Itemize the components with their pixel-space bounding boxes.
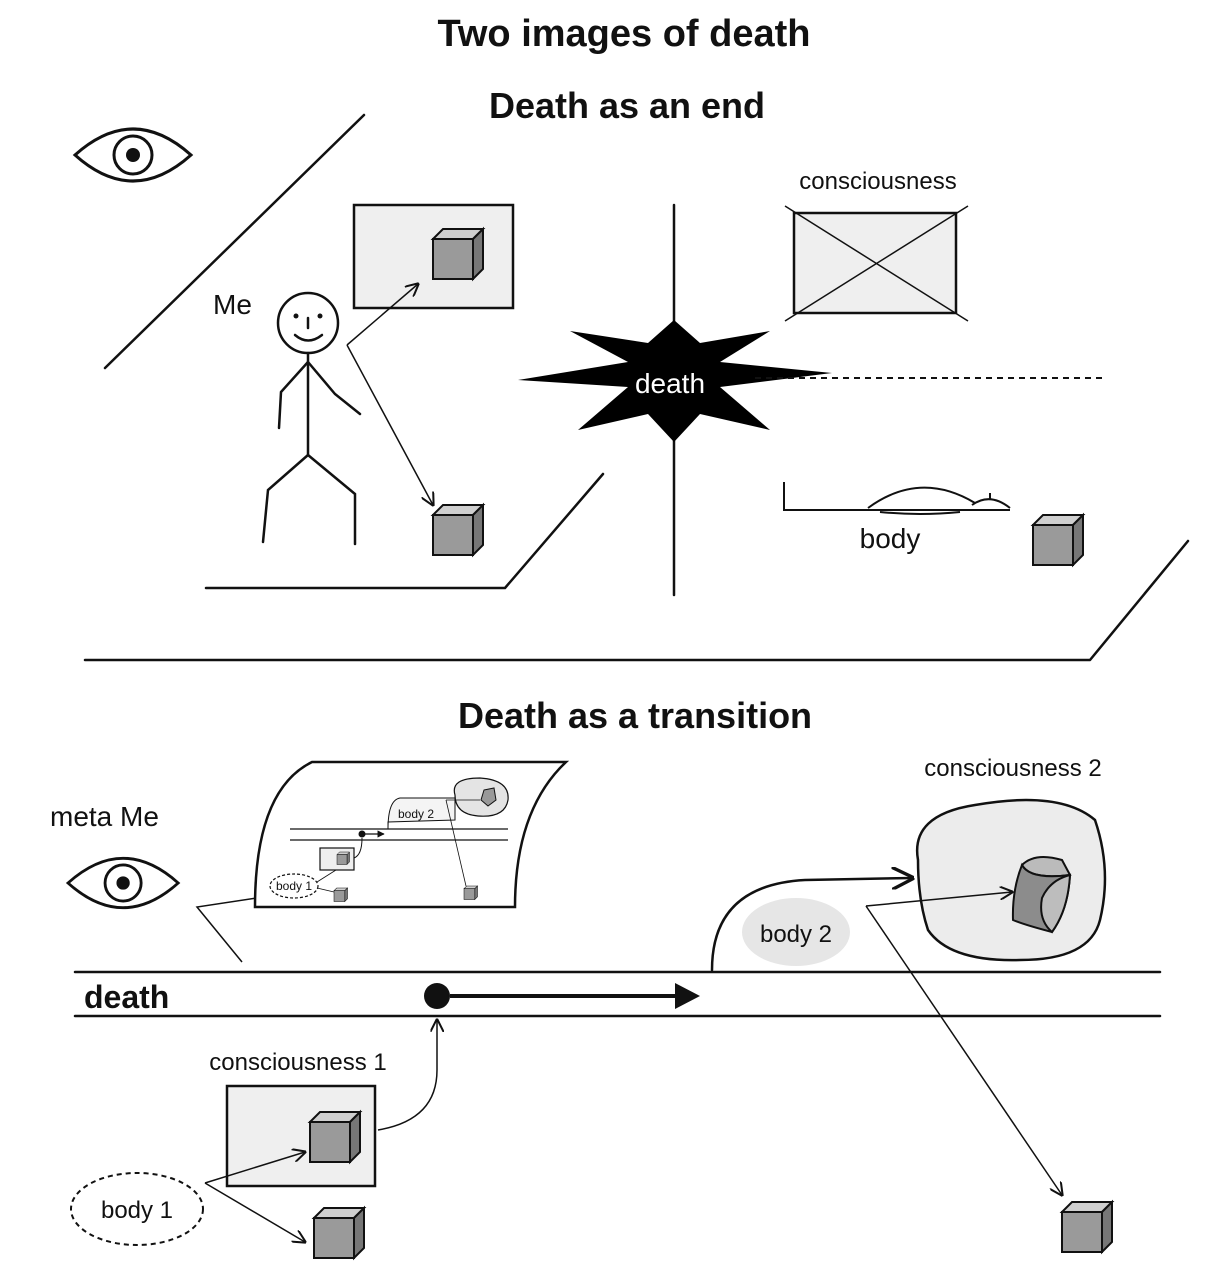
bottom-section: meta Me body 1 body 2 [50, 755, 1162, 1259]
inner-plane [204, 472, 605, 590]
stick-figure-icon [261, 291, 362, 546]
cube-icon-object-body1 [313, 1207, 365, 1259]
top-heading: Death as an end [489, 85, 765, 126]
lying-body-icon [783, 482, 1011, 515]
distorted-cube-icon [1011, 855, 1072, 934]
meta-gaze-arrows [195, 895, 277, 963]
cross-line-2 [784, 205, 969, 322]
body1-ellipse [70, 1172, 204, 1246]
consciousness-label-top: consciousness [799, 168, 956, 195]
mini-body1-label: body 1 [276, 879, 312, 893]
arrow-to-object [346, 344, 433, 505]
consciousness2-blob [915, 798, 1107, 962]
body2-blob [742, 898, 850, 966]
arrow-body1-to-object [204, 1182, 305, 1242]
arrow-body1-to-consciousness [204, 1152, 305, 1184]
cube-icon-in-consciousness [432, 228, 484, 280]
arrow-to-consciousness [346, 284, 418, 346]
body1-label: body 1 [101, 1197, 173, 1224]
cube-icon-object-left [432, 504, 484, 556]
cube-icon-in-consciousness1 [309, 1111, 361, 1163]
me-label: Me [213, 289, 252, 320]
miniature-diagram: body 1 body 2 [269, 777, 509, 902]
main-title: Two images of death [437, 13, 810, 55]
starburst-icon [518, 320, 832, 442]
top-section: Me death consciousness [73, 113, 1190, 662]
body2-label: body 2 [760, 921, 832, 948]
death-label-top: death [635, 368, 705, 399]
transition-point [424, 983, 450, 1009]
arrow-consciousness1-to-death [377, 1020, 437, 1131]
consciousness2-label: consciousness 2 [924, 755, 1101, 782]
cube-icon-object-right [1032, 514, 1084, 566]
body2-emergence-path [710, 878, 912, 972]
cube-icon-object-body2 [1061, 1201, 1113, 1253]
body-label-top: body [860, 523, 921, 554]
bottom-heading: Death as a transition [458, 695, 812, 736]
transition-arrow-head [675, 983, 700, 1009]
mini-body2-label: body 2 [398, 807, 434, 821]
top-plane-bottom-edge [83, 539, 1190, 662]
consciousness-panel-left [352, 203, 515, 310]
eye-icon [73, 127, 193, 183]
arrow-body2-to-object [865, 905, 1062, 1195]
arrow-body2-to-consciousness2 [865, 892, 1012, 907]
death-label-bottom: death [84, 979, 169, 1015]
top-plane-left-edge [103, 113, 366, 370]
meta-me-label: meta Me [50, 801, 159, 832]
eye-icon [66, 856, 180, 910]
consciousness1-label: consciousness 1 [209, 1049, 386, 1076]
